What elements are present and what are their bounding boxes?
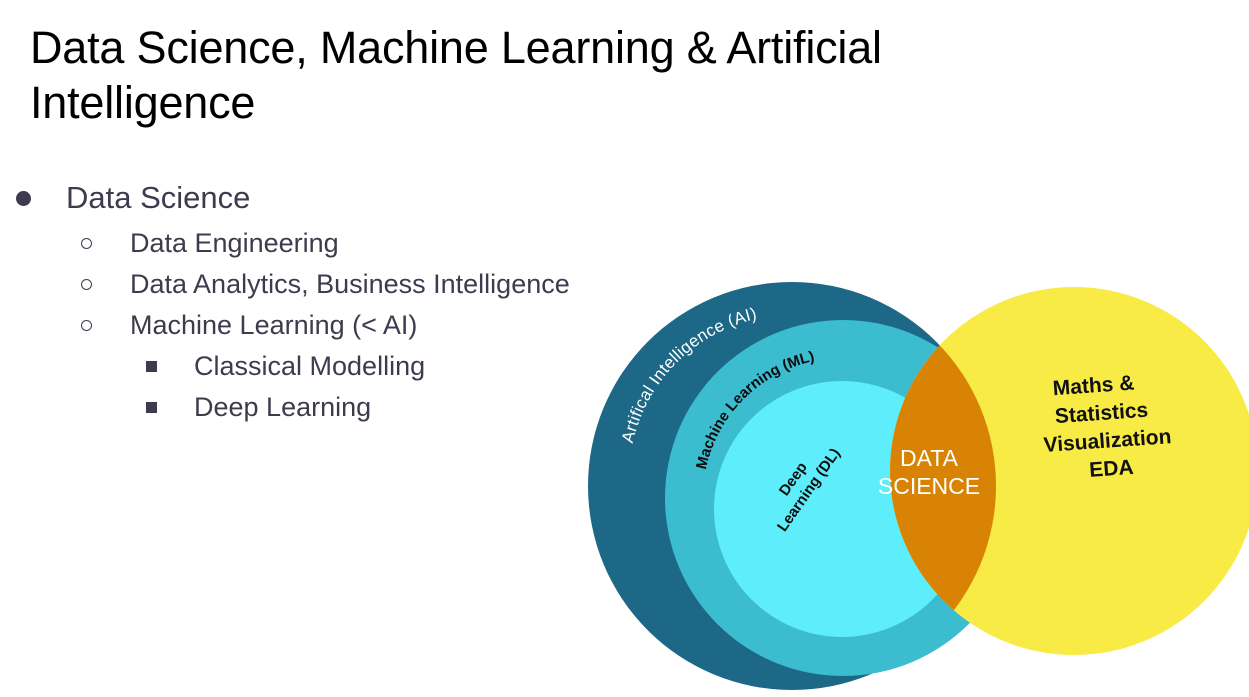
bullet-item: Machine Learning (< AI) [81, 309, 418, 341]
bullet-text: Data Analytics, Business Intelligence [130, 269, 570, 299]
svg-text:EDA: EDA [1089, 456, 1135, 482]
bullet-text: Deep Learning [194, 392, 372, 422]
hollow-circle-bullet-icon [81, 320, 92, 331]
bullet-item: Data Engineering [81, 227, 339, 259]
hollow-circle-bullet-icon [81, 238, 92, 249]
svg-text:SCIENCE: SCIENCE [878, 473, 980, 499]
bullet-text: Classical Modelling [194, 351, 426, 381]
square-bullet-icon [146, 361, 157, 372]
bullet-text: Data Science [66, 180, 251, 215]
data-science-label: DATA SCIENCE [878, 445, 980, 499]
bullet-item: Deep Learning [146, 391, 372, 423]
bullet-item: Data Analytics, Business Intelligence [81, 268, 570, 300]
bullet-text: Machine Learning (< AI) [130, 310, 418, 340]
bullet-item: Classical Modelling [146, 350, 426, 382]
bullet-text: Data Engineering [130, 228, 339, 258]
svg-text:DATA: DATA [900, 445, 959, 471]
square-bullet-icon [146, 402, 157, 413]
stats-label: Maths & Statistics Visualization EDA [1043, 372, 1172, 482]
svg-text:Maths &: Maths & [1052, 372, 1135, 401]
slide-title: Data Science, Machine Learning & Artific… [30, 22, 882, 128]
hollow-circle-bullet-icon [81, 279, 92, 290]
filled-circle-bullet-icon [16, 191, 31, 206]
bullet-item: Data Science [16, 180, 251, 216]
